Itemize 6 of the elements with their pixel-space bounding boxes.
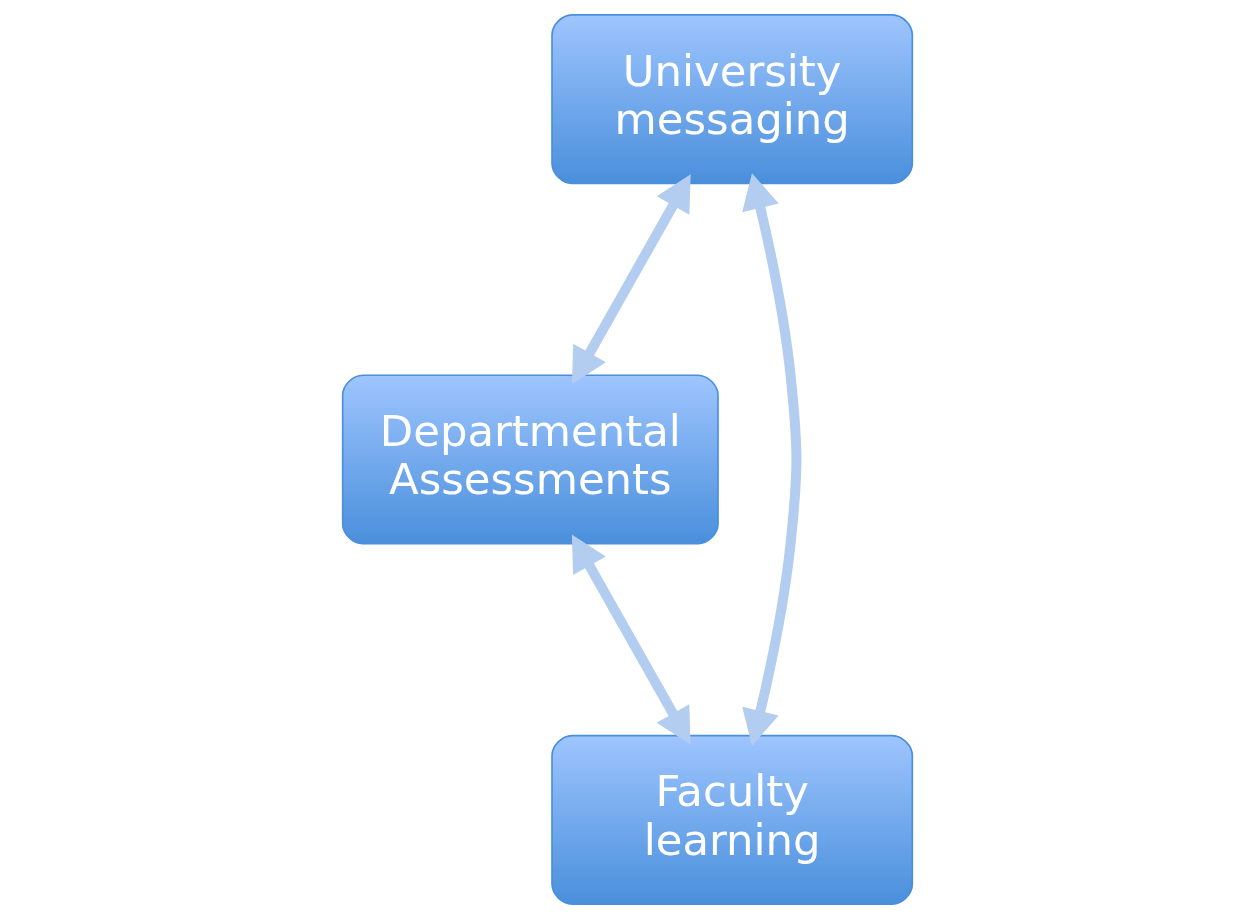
arrow <box>571 534 691 745</box>
node-box: Departmental Assessments <box>341 374 719 545</box>
arrow <box>741 173 801 746</box>
arrow <box>571 174 691 385</box>
node-box: Faculty learning <box>550 734 913 905</box>
node-box: University messaging <box>550 14 913 185</box>
